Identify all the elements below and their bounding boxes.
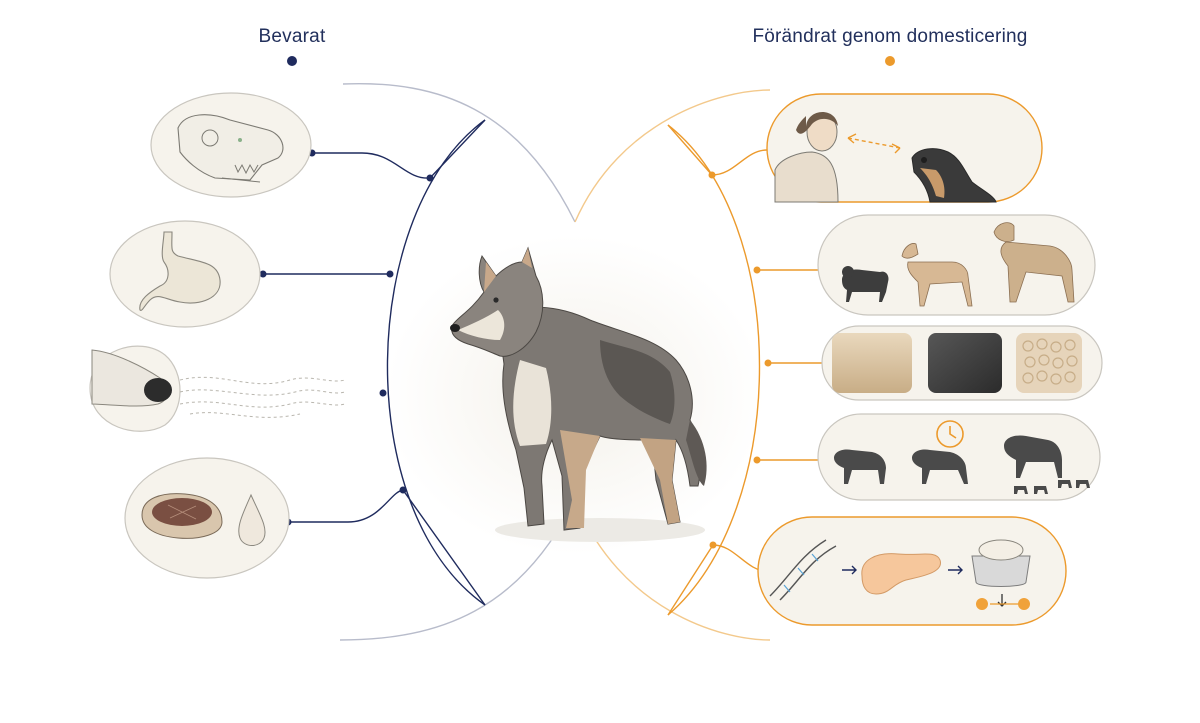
wolf-skull-icon	[150, 92, 312, 198]
gray-wolf-icon	[450, 246, 707, 542]
preserved-connector-lines	[263, 82, 576, 641]
preserved-marker-dot	[287, 56, 297, 66]
coat-texture-icon	[821, 325, 1103, 401]
dog-breeding-timing-icon	[817, 413, 1101, 501]
dna-pancreas-starch-icon	[757, 516, 1067, 626]
preserved-branch-top	[429, 119, 486, 179]
heading-changed: Förändrat genom domesticering	[752, 26, 1028, 47]
heading-preserved: Bevarat	[258, 26, 326, 47]
changed-nodes	[708, 171, 772, 549]
stomach-icon	[109, 220, 261, 328]
changed-marker-dot	[885, 56, 895, 66]
meat-and-drop-icon	[124, 457, 290, 579]
dog-size-variation-icon	[817, 214, 1096, 316]
human-dog-eye-contact-icon	[766, 93, 1043, 203]
nose-scent-icon	[89, 345, 346, 432]
preserved-branch-bottom	[402, 489, 486, 606]
